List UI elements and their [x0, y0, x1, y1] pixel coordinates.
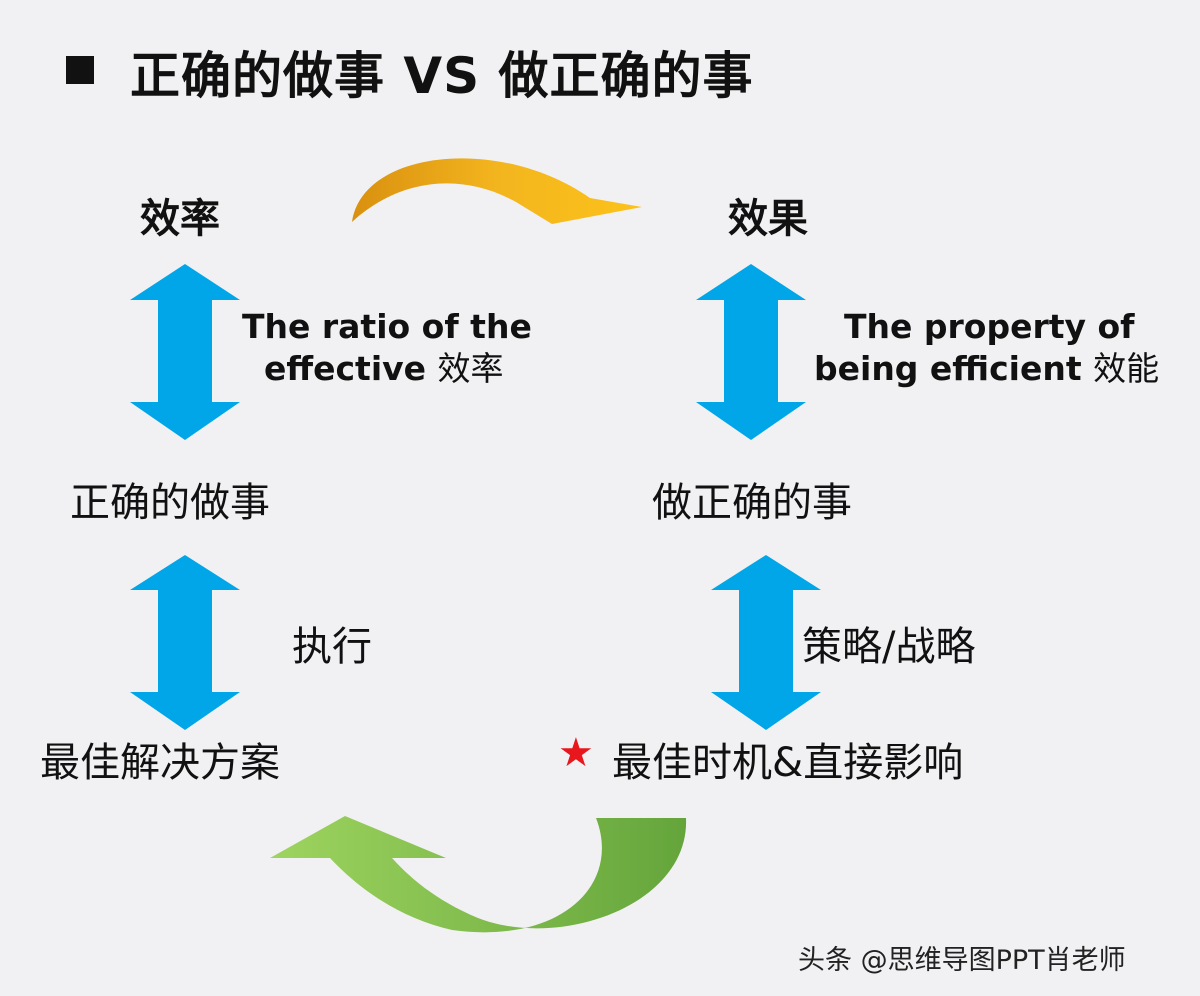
right-desc-line2-wrap: being efficient 效能 — [814, 348, 1159, 390]
right-node: 做正确的事 — [652, 480, 852, 526]
left-description: The ratio of the effective 效率 — [242, 306, 532, 390]
right-head-effect: 效果 — [728, 196, 808, 242]
left-upper-double-arrow — [130, 264, 240, 440]
right-lower-label: 策略/战略 — [802, 624, 976, 670]
right-desc-line1: The property of — [844, 307, 1135, 346]
left-desc-cn: 效率 — [437, 349, 504, 388]
right-description: The property of being efficient 效能 — [814, 306, 1159, 390]
watermark: 头条 @思维导图PPT肖老师 — [798, 945, 1126, 976]
left-bottom-node: 最佳解决方案 — [40, 740, 280, 786]
right-lower-double-arrow — [711, 555, 821, 730]
left-desc-line1: The ratio of the — [242, 307, 532, 346]
right-desc-cn: 效能 — [1093, 349, 1160, 388]
red-star-icon: ★ — [558, 730, 594, 776]
left-lower-double-arrow — [130, 555, 240, 730]
top-curved-arrow — [352, 158, 642, 224]
right-bottom-node: 最佳时机&直接影响 — [612, 740, 964, 786]
right-desc-line1-wrap: The property of — [814, 306, 1159, 348]
right-desc-line2: being efficient — [814, 349, 1082, 388]
left-node: 正确的做事 — [70, 480, 270, 526]
left-lower-label: 执行 — [292, 624, 372, 670]
left-head-efficiency: 效率 — [140, 196, 220, 242]
right-upper-double-arrow — [696, 264, 806, 440]
left-desc-line2: effective — [264, 349, 427, 388]
bottom-curved-arrow — [270, 816, 687, 933]
title-bullet — [66, 56, 94, 84]
page-title: 正确的做事 VS 做正确的事 — [130, 47, 754, 105]
left-desc-line2-wrap: effective 效率 — [242, 348, 532, 390]
